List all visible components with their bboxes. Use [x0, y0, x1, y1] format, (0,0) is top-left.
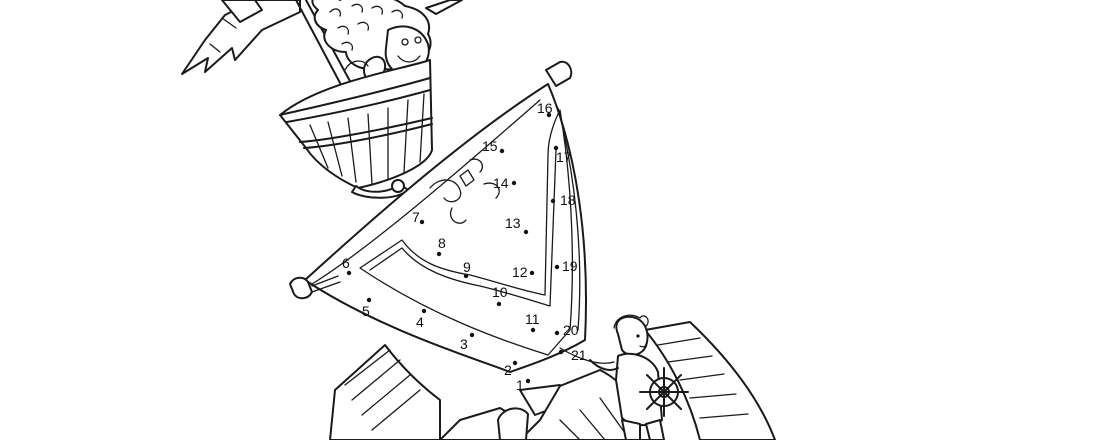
dot-number-label: 16 [537, 100, 553, 116]
dot-number-label: 4 [416, 314, 424, 330]
dot-point [550, 198, 556, 204]
dot-number-label: 18 [560, 192, 576, 208]
dot-point [419, 219, 425, 225]
dot-point [499, 148, 505, 154]
dot-number-label: 15 [482, 138, 498, 154]
dot-number-label: 13 [505, 215, 521, 231]
dot-point [554, 330, 560, 336]
dot-point [346, 270, 352, 276]
dot-point [525, 378, 531, 384]
dot-number-label: 14 [493, 175, 509, 191]
dot-point [511, 180, 517, 186]
dot-point [546, 112, 552, 118]
sail [289, 60, 587, 373]
dot-point [512, 360, 518, 366]
captain-at-wheel [589, 314, 689, 440]
dot-point [529, 270, 535, 276]
dot-number-label: 17 [556, 149, 572, 165]
dot-number-label: 12 [512, 264, 528, 280]
dot-number-label: 5 [362, 303, 370, 319]
dot-number-label: 2 [504, 362, 512, 378]
dot-number-label: 7 [412, 209, 420, 225]
rope [559, 347, 615, 364]
dot-point [469, 332, 475, 338]
dot-number-label: 11 [525, 311, 540, 327]
dot-point [463, 273, 469, 279]
dot-number-label: 10 [492, 284, 508, 300]
dot-point [523, 229, 529, 235]
dot-point [421, 308, 427, 314]
pennant-flag [181, 0, 301, 75]
dot-point [554, 264, 560, 270]
dot-number-label: 19 [562, 258, 578, 274]
dot-point [496, 301, 502, 307]
dot-point [553, 145, 559, 151]
dot-number-label: 21 [571, 347, 587, 363]
ship-hull [329, 321, 776, 440]
dot-point [436, 251, 442, 257]
dot-number-label: 6 [342, 255, 350, 271]
dot-point [530, 327, 536, 333]
dot-point [558, 349, 564, 355]
dot-number-label: 3 [460, 336, 468, 352]
dot-number-label: 20 [563, 322, 579, 338]
crows-nest-barrel [279, 59, 433, 199]
dot-number-label: 9 [463, 259, 471, 275]
dot-number-label: 1 [516, 377, 524, 393]
dot-number-label: 8 [438, 235, 446, 251]
dot-point [366, 297, 372, 303]
